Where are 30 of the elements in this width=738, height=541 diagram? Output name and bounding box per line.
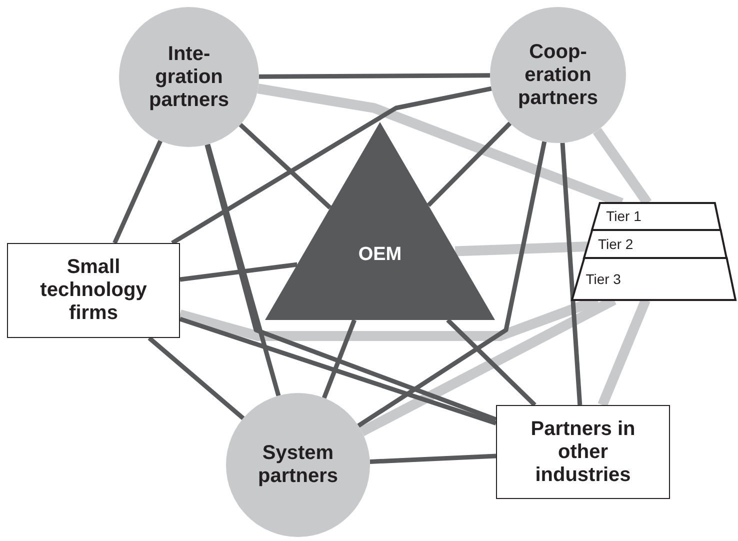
- node-label: Tier 2: [598, 236, 634, 252]
- node-label: Inte- gration partners: [148, 42, 230, 112]
- connector-line: [148, 336, 245, 420]
- connector-line: [454, 242, 588, 256]
- tier-trapezoid: [592, 203, 721, 230]
- tier-trapezoid: [584, 230, 726, 258]
- node-label: Partners in other industries: [530, 418, 636, 486]
- node-label: OEM: [358, 244, 402, 266]
- connector-line: [112, 140, 162, 244]
- node-label: System partners: [256, 442, 340, 488]
- connector-line: [560, 142, 582, 406]
- partner-box: [496, 405, 670, 499]
- connector-line: [446, 318, 536, 407]
- node-label: Coop- eration partners: [516, 40, 600, 110]
- node-label: Tier 3: [586, 270, 621, 288]
- connector-line: [426, 122, 512, 207]
- oem-triangle: [265, 122, 495, 320]
- connector-line: [179, 316, 497, 426]
- node-label: Tier 1: [606, 208, 642, 225]
- connector-line: [238, 122, 332, 210]
- connector-line: [180, 262, 298, 282]
- connector-line: [204, 144, 497, 422]
- connector-line: [370, 454, 496, 464]
- partner-box: [7, 243, 180, 338]
- tier-trapezoid: [572, 258, 736, 300]
- connector-line: [322, 319, 356, 399]
- connector-line: [357, 141, 547, 428]
- node-label: Small technology firms: [39, 256, 148, 325]
- connector-line: [171, 86, 492, 245]
- connector-line: [258, 73, 490, 79]
